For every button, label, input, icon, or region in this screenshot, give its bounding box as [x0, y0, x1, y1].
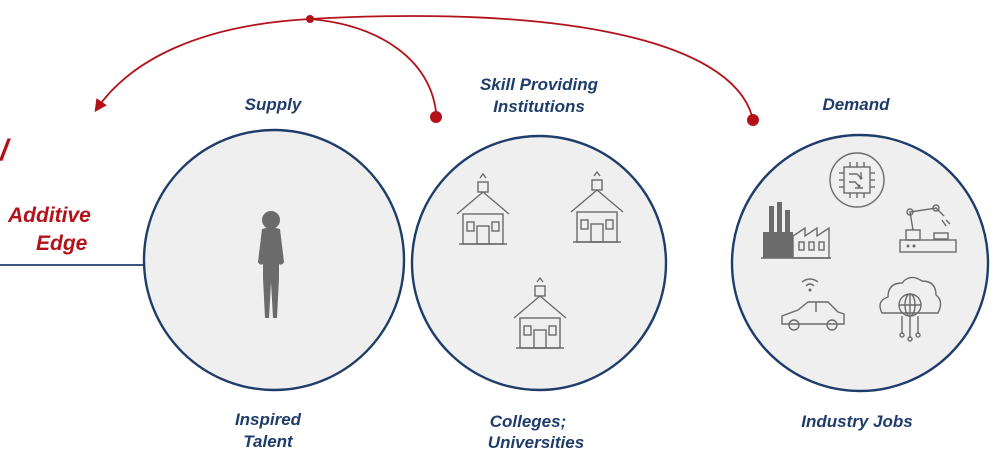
institutions-connector-dot — [430, 111, 442, 123]
factory-icon — [761, 202, 831, 259]
feedback-arcs — [94, 15, 759, 126]
schoolhouse-icon — [570, 170, 624, 243]
cloud-network-icon — [879, 276, 942, 342]
additive-edge-label-line2: Edge — [36, 232, 88, 255]
additive-edge-input: / Additive Edge — [0, 134, 169, 272]
woman-silhouette-icon — [258, 211, 284, 318]
institutions-circle — [410, 134, 668, 392]
institutions-caption-line1: Colleges; — [490, 412, 567, 431]
supply-caption-line2: Talent — [243, 432, 294, 451]
robot-arm-icon — [899, 204, 957, 253]
feedback-arc-to-demand — [309, 15, 753, 117]
demand-heading: Demand — [822, 95, 890, 114]
supply-stage: Supply Inspired Talent — [142, 95, 406, 451]
feedback-arc-to-institutions — [309, 18, 437, 113]
institutions-caption-line2: Universities — [488, 433, 584, 452]
supply-heading: Supply — [245, 95, 303, 114]
arc-origin-dot — [306, 15, 314, 23]
demand-circle — [730, 133, 990, 393]
connected-car-icon — [781, 278, 845, 331]
schoolhouse-icon — [456, 172, 510, 245]
schoolhouse-icon — [513, 276, 567, 349]
institutions-heading-line2: Institutions — [493, 97, 585, 116]
demand-connector-dot — [747, 114, 759, 126]
additive-edge-label-line1: Additive — [7, 204, 91, 227]
demand-caption: Industry Jobs — [801, 412, 912, 431]
partial-glyph: / — [0, 134, 11, 167]
institutions-stage: Skill Providing Institutions — [410, 75, 668, 452]
demand-stage: Demand — [730, 95, 990, 431]
institutions-heading-line1: Skill Providing — [480, 75, 599, 94]
supply-caption-line1: Inspired — [235, 410, 302, 429]
feedback-arc-main — [94, 18, 311, 113]
microchip-icon — [829, 152, 885, 208]
